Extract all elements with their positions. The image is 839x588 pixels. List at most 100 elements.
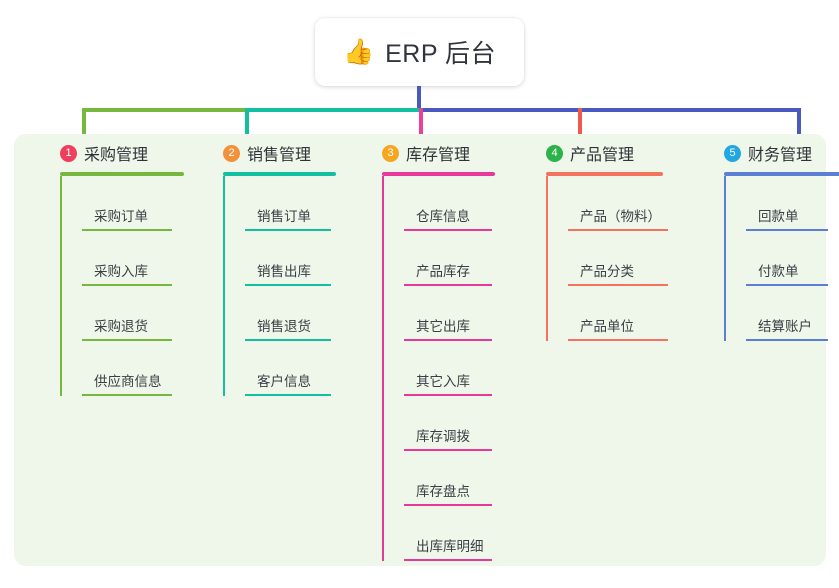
leaf-item[interactable]: 销售退货	[245, 286, 336, 341]
leaf-item-label: 产品单位	[580, 319, 634, 334]
root-stem-connector	[417, 86, 421, 110]
leaf-item-underline	[82, 394, 172, 396]
leaf-item-underline	[568, 339, 668, 341]
leaf-item-underline	[568, 284, 668, 286]
leaf-item-label: 产品分类	[580, 264, 634, 279]
root-title: ERP 后台	[385, 40, 497, 68]
leaf-item[interactable]: 客户信息	[245, 341, 336, 396]
branch-drop-1	[82, 108, 86, 138]
branch-drop-2	[245, 108, 249, 138]
branch-header-3[interactable]: 3 库存管理	[360, 134, 495, 172]
branch-column-5: 5 财务管理回款单付款单结算账户	[702, 134, 839, 341]
leaf-item-label: 销售出库	[257, 264, 311, 279]
leaf-item-underline	[404, 394, 492, 396]
leaf-item-label: 销售退货	[257, 319, 311, 334]
branch-underline-1	[60, 172, 184, 176]
leaf-item-label: 其它入库	[416, 374, 470, 389]
leaf-item[interactable]: 结算账户	[746, 286, 839, 341]
branch-items-5: 回款单付款单结算账户	[724, 176, 839, 341]
leaf-item[interactable]: 其它出库	[404, 286, 495, 341]
leaf-item[interactable]: 销售订单	[245, 176, 336, 231]
branch-title-4: 产品管理	[570, 147, 635, 164]
leaf-item-underline	[245, 284, 331, 286]
root-node[interactable]: 👍 ERP 后台	[315, 18, 524, 86]
leaf-item-label: 库存调拨	[416, 429, 470, 444]
branch-column-3: 3 库存管理仓库信息产品库存其它出库其它入库库存调拨库存盘点出库库明细	[360, 134, 495, 561]
leaf-item-underline	[82, 229, 172, 231]
branch-spine-4	[546, 176, 548, 341]
leaf-item[interactable]: 产品库存	[404, 231, 495, 286]
branch-header-5[interactable]: 5 财务管理	[702, 134, 839, 172]
branch-drop-4	[578, 108, 582, 138]
branch-header-4[interactable]: 4 产品管理	[524, 134, 663, 172]
leaf-item[interactable]: 仓库信息	[404, 176, 495, 231]
leaf-item-underline	[82, 339, 172, 341]
leaf-item[interactable]: 产品（物料）	[568, 176, 668, 231]
branch-badge-2: 2	[223, 144, 240, 162]
branch-spine-2	[223, 176, 225, 396]
branch-title-2: 销售管理	[247, 147, 312, 164]
branch-items-2: 销售订单销售出库销售退货客户信息	[223, 176, 336, 396]
leaf-item-label: 出库库明细	[416, 539, 484, 554]
branch-title-5: 财务管理	[748, 147, 813, 164]
leaf-item-underline	[568, 229, 668, 231]
leaf-item-underline	[245, 229, 331, 231]
leaf-item-label: 回款单	[758, 209, 799, 224]
branch-badge-4: 4	[546, 144, 563, 162]
leaf-item-label: 产品库存	[416, 264, 470, 279]
branch-spine-3	[382, 176, 384, 561]
leaf-item-underline	[404, 229, 492, 231]
leaf-item-underline	[404, 284, 492, 286]
leaf-item-underline	[404, 449, 492, 451]
leaf-item[interactable]: 产品分类	[568, 231, 668, 286]
leaf-item-label: 销售订单	[257, 209, 311, 224]
branch-drop-5	[797, 108, 801, 138]
leaf-item[interactable]: 出库库明细	[404, 506, 495, 561]
branch-underline-4	[546, 172, 663, 176]
leaf-item-underline	[404, 559, 492, 561]
leaf-item-underline	[82, 284, 172, 286]
branch-column-4: 4 产品管理产品（物料） 产品分类产品单位	[524, 134, 668, 341]
thumbs-up-icon: 👍	[342, 37, 375, 66]
leaf-item[interactable]: 产品单位	[568, 286, 668, 341]
leaf-item[interactable]: 回款单	[746, 176, 839, 231]
leaf-item-label: 其它出库	[416, 319, 470, 334]
leaf-item-label: 产品（物料）	[580, 209, 661, 224]
leaf-item[interactable]: 库存调拨	[404, 396, 495, 451]
branch-underline-2	[223, 172, 336, 176]
leaf-item-underline	[746, 229, 828, 231]
leaf-item[interactable]: 库存盘点	[404, 451, 495, 506]
leaf-item-label: 仓库信息	[416, 209, 470, 224]
leaf-item[interactable]: 采购入库	[82, 231, 184, 286]
branch-badge-3: 3	[382, 144, 399, 162]
branch-items-3: 仓库信息产品库存其它出库其它入库库存调拨库存盘点出库库明细	[382, 176, 495, 561]
leaf-item[interactable]: 供应商信息	[82, 341, 184, 396]
trunk-segment-blue	[419, 108, 801, 112]
branch-header-2[interactable]: 2 销售管理	[201, 134, 336, 172]
leaf-item-underline	[404, 339, 492, 341]
branch-underline-5	[724, 172, 839, 176]
leaf-item-label: 采购订单	[94, 209, 148, 224]
leaf-item[interactable]: 采购退货	[82, 286, 184, 341]
leaf-item[interactable]: 其它入库	[404, 341, 495, 396]
leaf-item-underline	[746, 284, 828, 286]
branch-badge-5: 5	[724, 144, 741, 162]
leaf-item-underline	[404, 504, 492, 506]
branch-items-1: 采购订单采购入库采购退货供应商信息	[60, 176, 184, 396]
branch-title-1: 采购管理	[84, 147, 149, 164]
branch-underline-3	[382, 172, 495, 176]
leaf-item[interactable]: 付款单	[746, 231, 839, 286]
leaf-item-label: 供应商信息	[94, 374, 162, 389]
leaf-item-label: 客户信息	[257, 374, 311, 389]
leaf-item-underline	[245, 339, 331, 341]
branch-title-3: 库存管理	[406, 147, 471, 164]
branch-drop-3	[419, 108, 423, 138]
leaf-item[interactable]: 采购订单	[82, 176, 184, 231]
leaf-item[interactable]: 销售出库	[245, 231, 336, 286]
leaf-item-label: 付款单	[758, 264, 799, 279]
leaf-item-underline	[746, 339, 828, 341]
leaf-item-label: 结算账户	[758, 319, 812, 334]
